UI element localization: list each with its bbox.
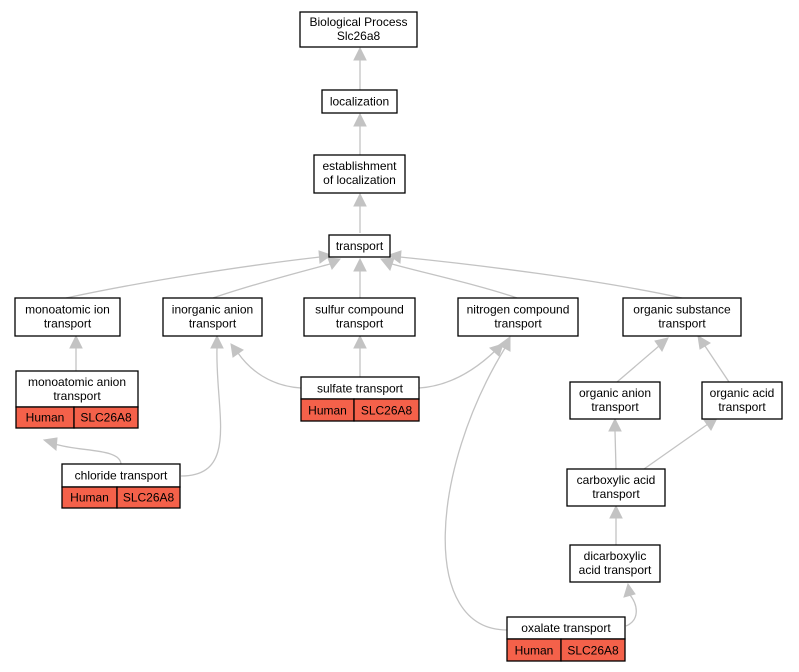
node-label: oxalate transport xyxy=(521,621,611,635)
node-label-line1: organic acid xyxy=(710,386,775,400)
node-label-line1: organic anion xyxy=(579,386,651,400)
node-label-line2: transport xyxy=(336,317,384,331)
go-term-node-monoatomic-ion-transport[interactable]: monoatomic ion transport xyxy=(14,297,121,337)
edge-carboxylic-to-organic-acid xyxy=(643,423,709,470)
edge-sulfate-to-nitrogen-compound xyxy=(418,350,496,389)
node-label-line2: transport xyxy=(658,317,706,331)
go-term-node-inorganic-anion-transport[interactable]: inorganic anion transport xyxy=(162,297,263,337)
go-term-node-sulfur-compound-transport[interactable]: sulfur compound transport xyxy=(303,297,416,337)
go-term-node-chloride-transport[interactable]: chloride transport Human SLC26A8 xyxy=(61,463,181,509)
node-label-line2: transport xyxy=(189,317,237,331)
node-label-line2: Slc26a8 xyxy=(337,29,381,43)
gene-label: SLC26A8 xyxy=(80,411,132,425)
arrowhead xyxy=(230,343,244,358)
go-term-node-biological-process[interactable]: Biological Process Slc26a8 xyxy=(299,11,418,48)
go-term-node-establishment-of-localization[interactable]: establishment of localization xyxy=(313,154,406,194)
arrowhead xyxy=(327,257,341,271)
edge-inorganic-anion-to-transport xyxy=(212,263,331,299)
gene-label: SLC26A8 xyxy=(123,491,175,505)
graph-edges xyxy=(42,46,730,631)
go-term-node-carboxylic-acid-transport[interactable]: carboxylic acid transport xyxy=(566,468,666,507)
go-term-node-monoatomic-anion-transport[interactable]: monoatomic anion transport Human SLC26A8 xyxy=(15,370,139,429)
edge-sulfate-to-inorganic-anion xyxy=(237,352,302,389)
go-term-node-sulfate-transport[interactable]: sulfate transport Human SLC26A8 xyxy=(300,376,420,422)
arrowhead xyxy=(353,334,367,349)
edge-monoatomic-ion-to-transport xyxy=(65,256,321,299)
arrowhead xyxy=(210,334,224,349)
arrowhead xyxy=(654,337,669,352)
node-label-line1: monoatomic ion xyxy=(25,303,110,317)
node-label-line2: of localization xyxy=(323,173,396,187)
go-term-node-localization[interactable]: localization xyxy=(321,89,398,114)
node-label-line1: carboxylic acid xyxy=(577,473,656,487)
edge-chloride-to-inorganic-anion xyxy=(180,347,222,477)
go-term-node-oxalate-transport[interactable]: oxalate transport Human SLC26A8 xyxy=(506,616,626,662)
node-label-line1: sulfur compound xyxy=(315,303,404,317)
edge-organic-acid-to-organic-substance xyxy=(704,345,730,383)
go-term-node-organic-substance-transport[interactable]: organic substance transport xyxy=(622,297,742,337)
node-label-line2: transport xyxy=(53,389,101,403)
species-label: Human xyxy=(26,411,65,425)
arrowhead xyxy=(609,504,623,519)
arrowhead xyxy=(703,417,718,431)
edge-nitrogen-compound-to-transport xyxy=(391,263,518,299)
edge-oxalate-to-nitrogen-compound xyxy=(444,347,508,631)
node-label-line2: transport xyxy=(592,487,640,501)
node-label-line1: dicarboxylic xyxy=(584,549,647,563)
gene-tag xyxy=(116,486,181,509)
node-label-line2: acid transport xyxy=(579,563,652,577)
arrowhead xyxy=(387,250,402,264)
go-term-node-nitrogen-compound-transport[interactable]: nitrogen compound transport xyxy=(457,297,579,337)
node-label: localization xyxy=(330,95,389,109)
edge-chloride-to-monoatomic-anion xyxy=(54,443,122,465)
edge-carboxylic-to-organic-anion xyxy=(614,430,617,470)
node-label: sulfate transport xyxy=(317,382,404,396)
arrowhead xyxy=(489,343,504,357)
arrowhead xyxy=(498,336,511,352)
arrowhead xyxy=(353,112,367,127)
arrowhead xyxy=(697,335,711,350)
arrowhead xyxy=(608,417,622,432)
node-label-line2: transport xyxy=(591,400,639,414)
edge-oxalate-to-dicarboxylic-acid xyxy=(625,594,637,627)
gene-tag xyxy=(560,638,626,662)
gene-tag xyxy=(73,406,139,429)
graph-nodes: Biological Process Slc26a8 localization … xyxy=(14,11,783,662)
node-label-line1: Biological Process xyxy=(309,15,407,29)
species-label: Human xyxy=(308,404,347,418)
gene-label: SLC26A8 xyxy=(567,644,619,658)
node-label: chloride transport xyxy=(75,469,168,483)
node-label-line1: inorganic anion xyxy=(172,303,253,317)
species-label: Human xyxy=(70,491,109,505)
arrowhead xyxy=(380,257,395,272)
arrowhead xyxy=(69,334,83,349)
go-term-node-organic-anion-transport[interactable]: organic anion transport xyxy=(569,381,661,420)
arrowhead xyxy=(353,46,367,61)
edge-organic-substance-to-transport xyxy=(399,256,683,299)
go-term-node-transport[interactable]: transport xyxy=(328,234,391,258)
gene-label: SLC26A8 xyxy=(361,404,413,418)
gene-tag xyxy=(353,398,420,422)
go-term-node-dicarboxylic-acid-transport[interactable]: dicarboxylic acid transport xyxy=(569,544,661,583)
node-label: transport xyxy=(336,239,384,253)
node-label-line2: transport xyxy=(494,317,542,331)
arrowhead xyxy=(353,192,367,207)
node-label-line2: transport xyxy=(44,317,92,331)
edge-organic-anion-to-organic-substance xyxy=(616,345,660,383)
node-label-line1: nitrogen compound xyxy=(467,303,570,317)
node-label-line1: monoatomic anion xyxy=(28,375,126,389)
go-term-node-organic-acid-transport[interactable]: organic acid transport xyxy=(701,381,783,420)
arrowhead xyxy=(623,582,636,598)
species-label: Human xyxy=(515,644,554,658)
node-label-line1: organic substance xyxy=(633,303,731,317)
arrowhead xyxy=(353,257,367,272)
node-label-line2: transport xyxy=(718,400,766,414)
arrowhead xyxy=(318,250,333,264)
node-label-line1: establishment xyxy=(322,159,397,173)
arrowhead xyxy=(42,437,58,451)
